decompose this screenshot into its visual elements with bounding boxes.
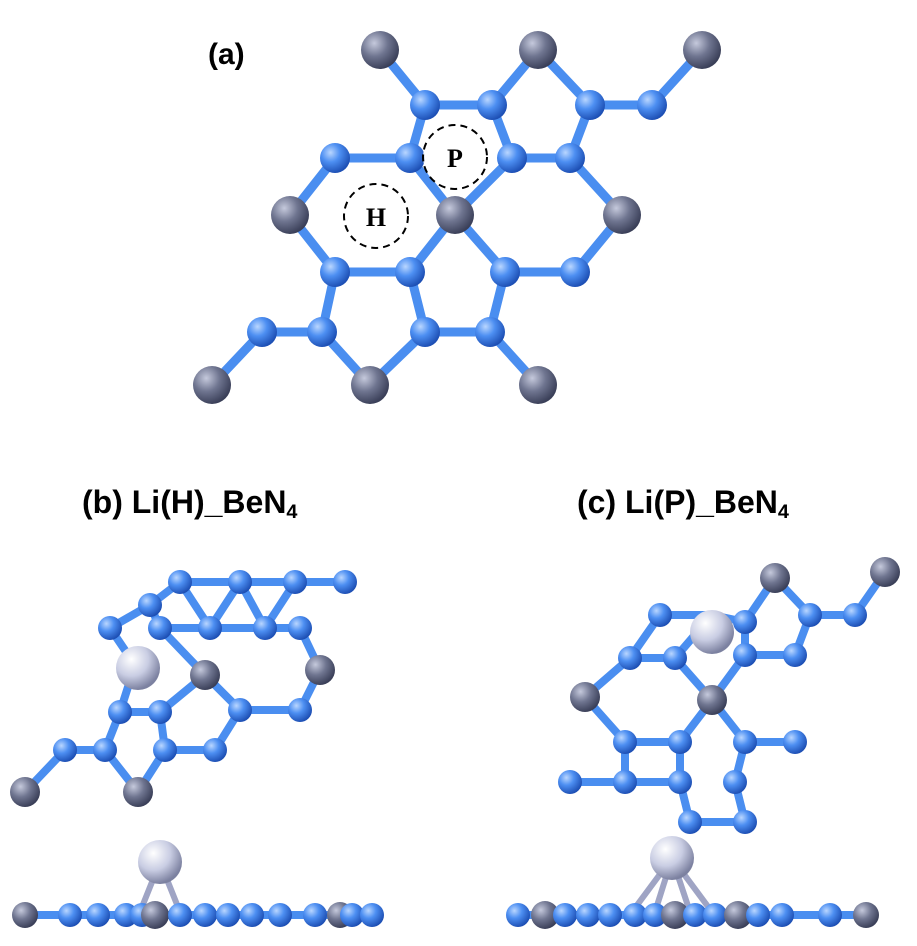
lithium-atom-side bbox=[138, 840, 182, 884]
panel-b-label-main: (b) Li(H)_BeN bbox=[82, 484, 287, 520]
lithium-atom-side bbox=[650, 836, 694, 880]
site-p-label: P bbox=[447, 144, 463, 173]
panel-b-bonds bbox=[21, 578, 349, 796]
site-h-label: H bbox=[366, 203, 386, 232]
panel-a-structure: P H bbox=[193, 31, 721, 404]
lithium-atom bbox=[116, 646, 160, 690]
panel-b-label-sub: 4 bbox=[286, 500, 298, 523]
panel-b-side-view bbox=[12, 840, 384, 929]
panel-b-label: (b) Li(H)_BeN4 bbox=[82, 484, 297, 524]
panel-b-atoms bbox=[10, 570, 357, 807]
panel-a-atoms bbox=[193, 31, 721, 404]
panel-c-label-sub: 4 bbox=[777, 500, 789, 523]
panel-c-side-atoms bbox=[506, 836, 879, 929]
panel-c-label-main: (c) Li(P)_BeN bbox=[577, 484, 778, 520]
site-h-marker: H bbox=[343, 183, 409, 249]
panel-a-label: (a) bbox=[208, 38, 245, 71]
panel-c-atoms bbox=[558, 557, 900, 834]
panel-b-top-view bbox=[10, 570, 357, 807]
panel-c-label: (c) Li(P)_BeN4 bbox=[577, 484, 789, 524]
lithium-atom bbox=[690, 610, 734, 654]
panel-b-side-atoms bbox=[12, 840, 384, 929]
panel-c-top-view bbox=[558, 557, 900, 834]
panel-c-side-view bbox=[506, 836, 879, 929]
site-p-marker: P bbox=[422, 124, 488, 190]
